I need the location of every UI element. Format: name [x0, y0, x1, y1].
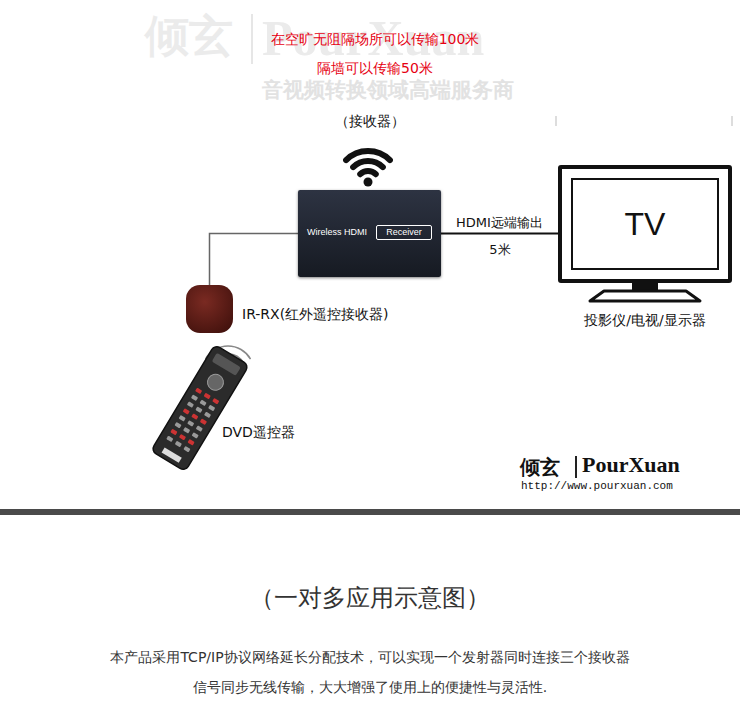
remote-button [179, 434, 186, 441]
range-note: 在空旷无阻隔场所可以传输100米 [271, 31, 480, 48]
remote-button [183, 427, 190, 434]
logo-url: http://www.pourxuan.com [521, 480, 673, 493]
remote-button [204, 393, 211, 400]
description: 本产品采用TCP/IP协议网络延长分配技术，可以实现一个发射器同时连接三个接收器 [110, 649, 629, 666]
tv-stand [590, 283, 700, 301]
ir-receiver: IR-RX(红外遥控接收器) [186, 285, 233, 333]
divider-bar [0, 509, 740, 515]
remote-button [179, 415, 186, 422]
receiver-badge: Receiver [376, 225, 432, 240]
device-name: Wireless HDMI [307, 227, 367, 238]
remote-body [151, 345, 249, 472]
remote-button [183, 446, 190, 453]
remote-dpad [204, 371, 226, 393]
receiver-box: Wireless HDMI Receiver [298, 190, 441, 277]
watermark-slogan: 音视频转换领域高端服务商 [262, 78, 514, 103]
watermark-logo: 倾玄 [145, 10, 233, 63]
cable-length: 5米 [489, 242, 510, 258]
remote-button [191, 413, 198, 420]
remote-button [195, 406, 202, 413]
logo-divider [575, 456, 577, 478]
tv-label: TV [625, 205, 666, 243]
remote-button [166, 436, 173, 443]
remote-button [192, 432, 199, 439]
remote-label: DVD遥控器 [222, 424, 295, 441]
tv-base [590, 291, 700, 301]
remote-button [170, 429, 177, 436]
remote-control [151, 345, 249, 472]
remote-button [200, 418, 207, 425]
remote-button [183, 408, 190, 415]
wifi-arc [346, 151, 390, 160]
remote-button [204, 412, 211, 419]
remote-button [187, 401, 194, 408]
logo-brand: PourXuan [582, 452, 680, 478]
remote-button [195, 388, 202, 395]
device-role: （接收器） [335, 113, 405, 130]
remote-button [174, 422, 181, 429]
logo-mark: 倾玄 [520, 455, 560, 479]
wifi-dot [364, 178, 373, 187]
remote-button [199, 400, 206, 407]
wifi-icon [346, 151, 390, 187]
remote-buttons [166, 388, 219, 453]
title: （一对多应用示意图） [250, 584, 490, 613]
description: 信号同步无线传输，大大增强了使用上的便捷性与灵活性. [193, 679, 547, 696]
remote-badge [162, 447, 182, 462]
remote-button [175, 441, 182, 448]
wifi-arc [353, 161, 383, 167]
remote-button [196, 425, 203, 432]
badge-text: Receiver [386, 227, 422, 238]
remote-button [212, 398, 219, 405]
connector [441, 233, 558, 235]
tv-screen: TV投影仪/电视/显示器 [558, 165, 732, 283]
remote-button [187, 439, 194, 446]
watermark-divider [251, 14, 253, 64]
edge-label: HDMI远端输出 [454, 215, 545, 231]
wifi-arc [360, 171, 376, 174]
tv-caption: 投影仪/电视/显示器 [584, 312, 705, 329]
remote-top-panel [212, 353, 241, 376]
ir-label: IR-RX(红外遥控接收器) [242, 306, 389, 323]
range-note: 隔墙可以传输50米 [317, 60, 433, 77]
connector [210, 234, 299, 286]
remote-button [208, 405, 215, 412]
remote-button [191, 394, 198, 401]
remote-button [187, 420, 194, 427]
corner-mark [556, 116, 732, 126]
